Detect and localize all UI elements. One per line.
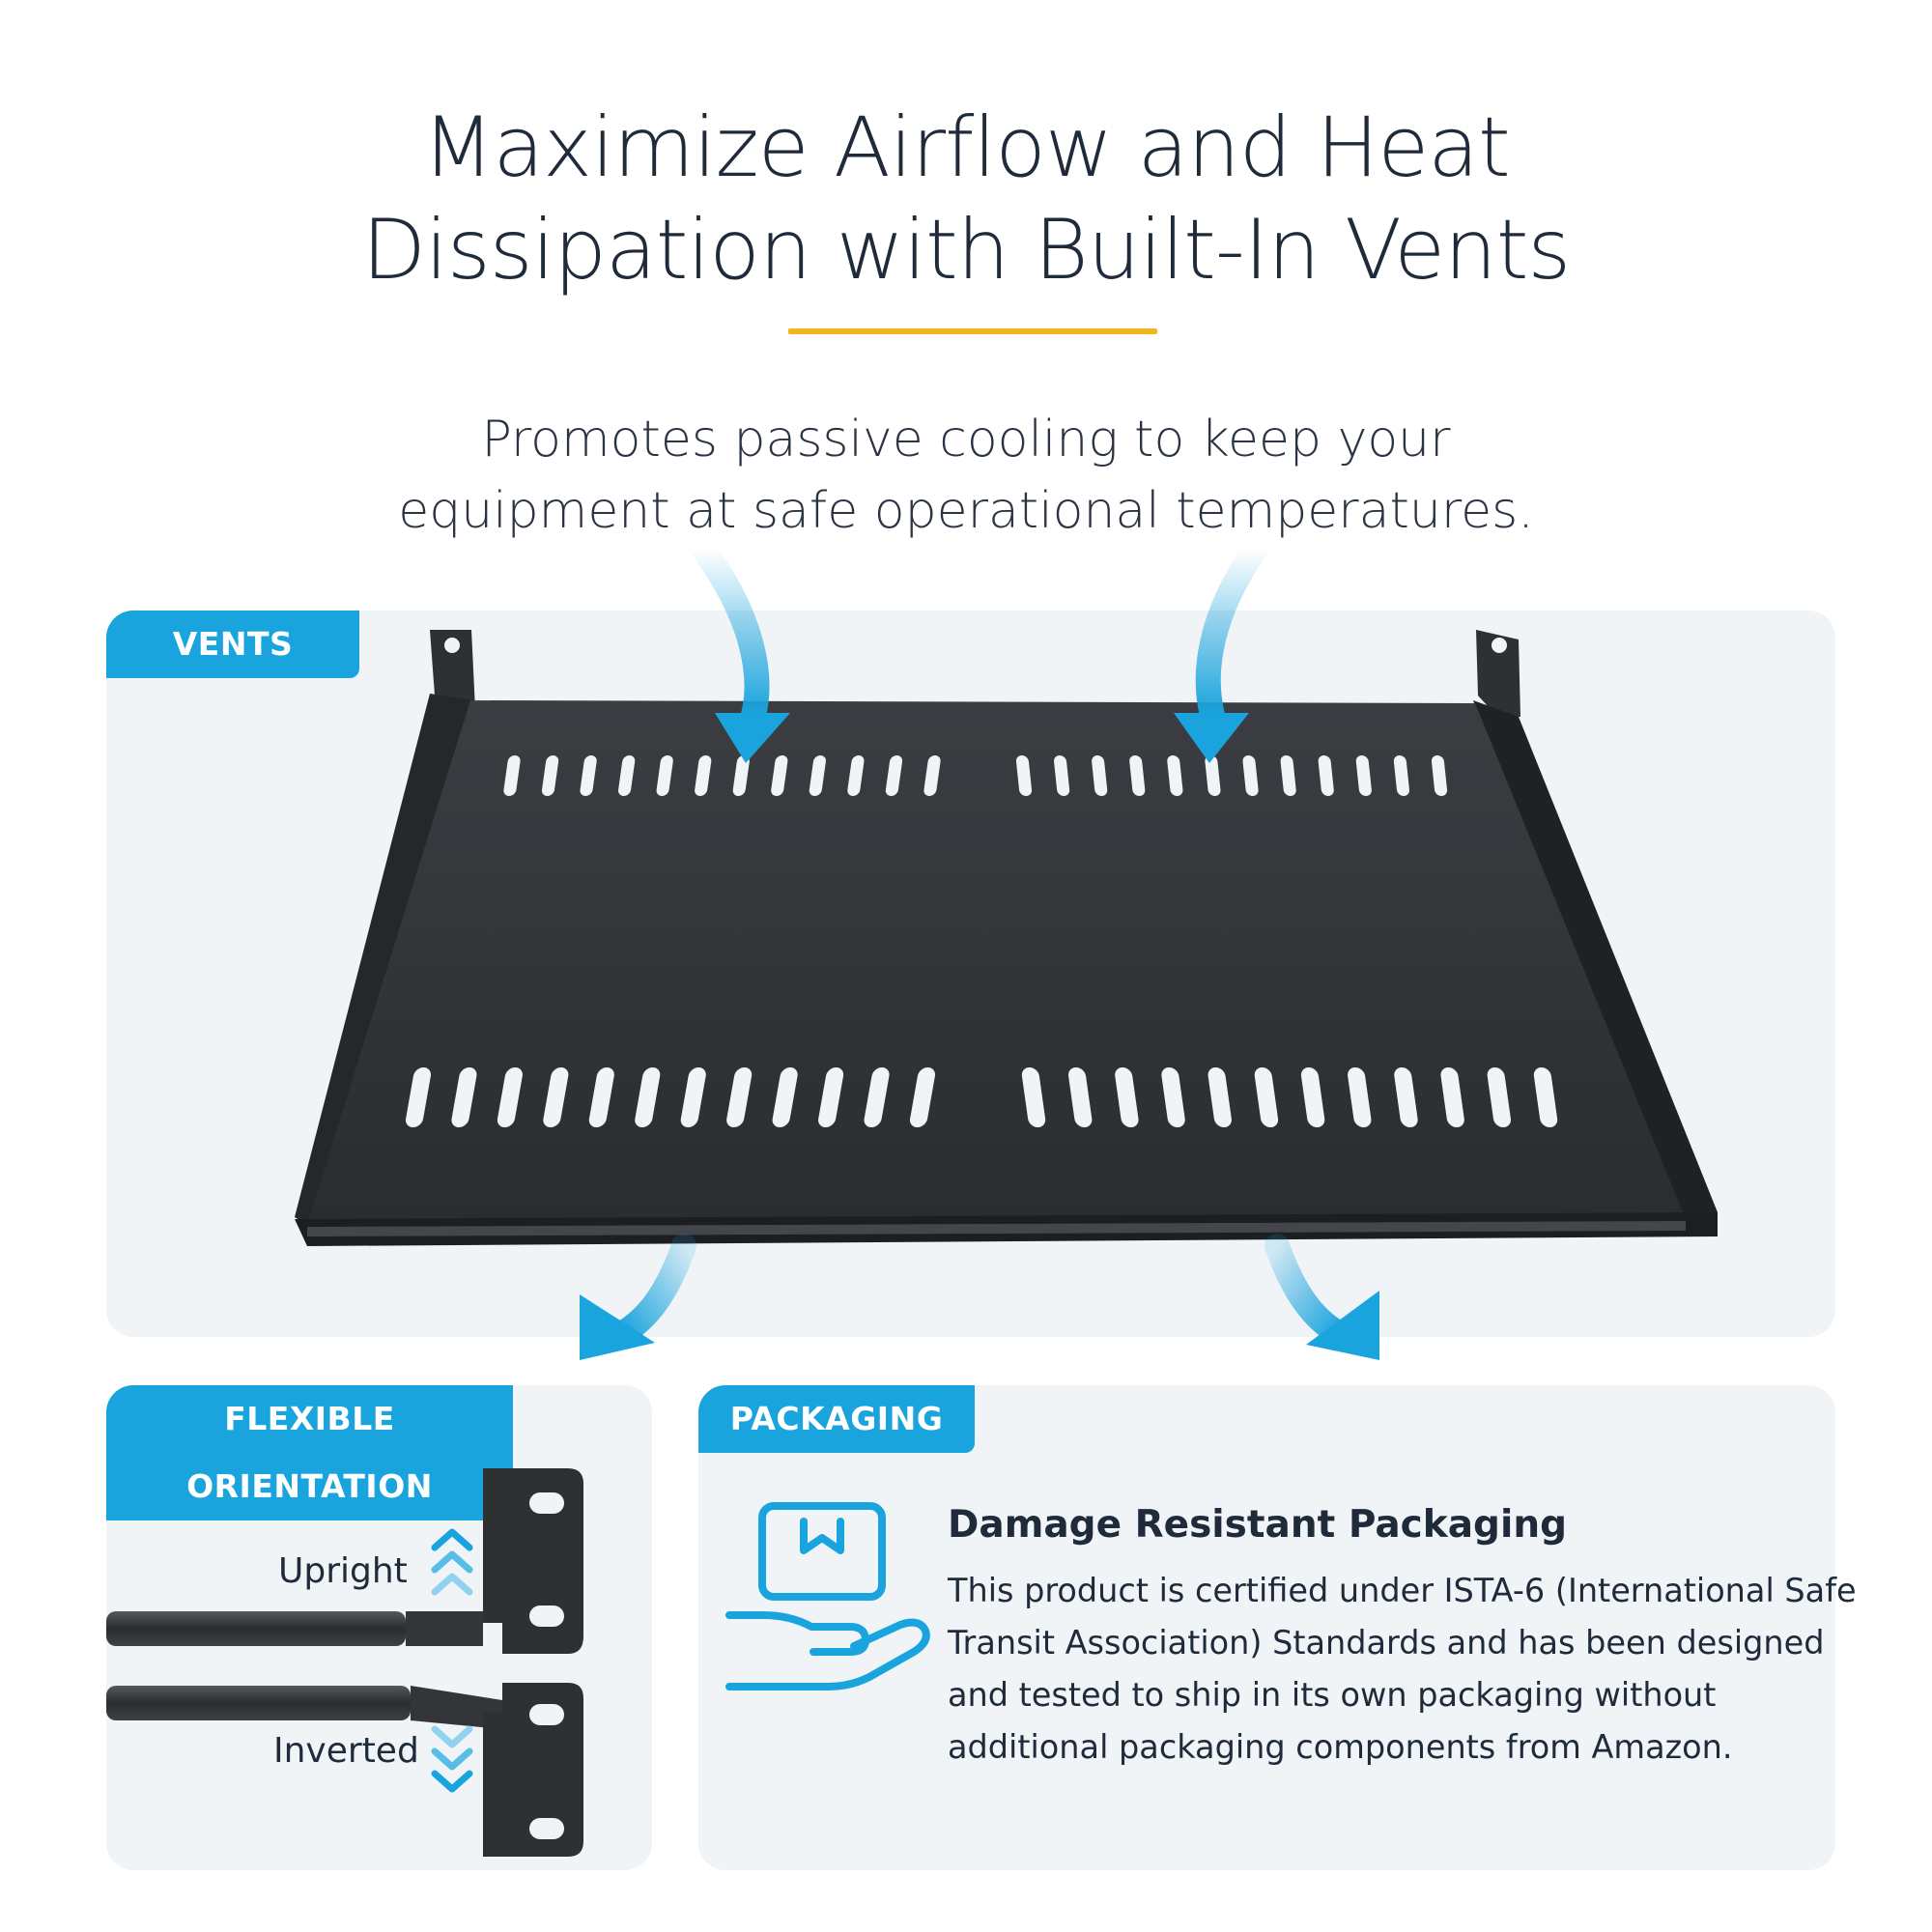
packaging-line-2: Transit Association) Standards and has b… <box>948 1624 1825 1662</box>
packaging-line-1: This product is certified under ISTA-6 (… <box>948 1572 1857 1609</box>
page-title-line-2: Dissipation with Built-In Vents <box>361 202 1571 298</box>
packaging-line-3: and tested to ship in its own packaging … <box>948 1676 1717 1714</box>
vents-panel: VENTS <box>106 611 1835 1337</box>
page-title-line-1: Maximize Airflow and Heat <box>422 99 1510 196</box>
orientation-panel: FLEXIBLE ORIENTATION <box>106 1385 652 1870</box>
orientation-tag: FLEXIBLE ORIENTATION <box>106 1385 513 1520</box>
inverted-label: Inverted <box>273 1731 419 1771</box>
packaging-tag: PACKAGING <box>698 1385 975 1453</box>
packaging-title: Damage Resistant Packaging <box>948 1503 1568 1547</box>
vents-tag: VENTS <box>106 611 359 678</box>
title-underline <box>788 328 1157 334</box>
packaging-description: This product is certified under ISTA-6 (… <box>948 1565 1857 1774</box>
page-subtitle-line-1: Promotes passive cooling to keep your <box>481 411 1451 469</box>
page-title: Maximize Airflow and Heat Dissipation wi… <box>0 97 1932 301</box>
upright-label: Upright <box>278 1551 408 1591</box>
page-subtitle-line-2: equipment at safe operational temperatur… <box>398 482 1534 540</box>
page-subtitle: Promotes passive cooling to keep your eq… <box>0 404 1932 547</box>
packaging-line-4: additional packaging components from Ama… <box>948 1728 1733 1766</box>
